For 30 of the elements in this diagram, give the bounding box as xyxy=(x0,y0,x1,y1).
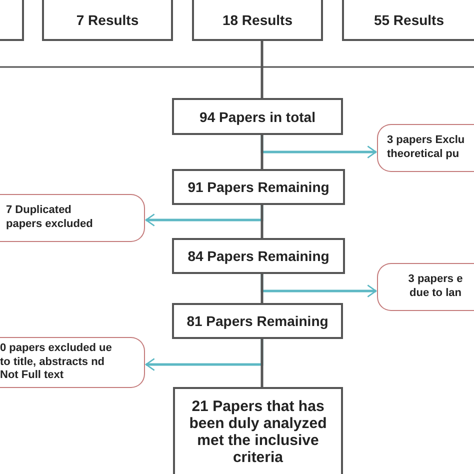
process-box xyxy=(192,0,323,41)
process-box xyxy=(173,387,343,474)
process-box xyxy=(172,98,343,135)
exclusion-box xyxy=(377,124,474,172)
process-box xyxy=(172,238,345,274)
box-text: 55 Results xyxy=(374,12,444,28)
exclusion-box xyxy=(0,337,145,388)
connector-line xyxy=(260,205,264,238)
box-text: 91 Papers Remaining xyxy=(188,179,330,195)
box-text: 21 Papers that has been duly analyzed met the inclusive criteria xyxy=(188,398,328,466)
box-text: 3 papers e due to lan xyxy=(408,273,464,301)
box-text: 84 Papers Remaining xyxy=(188,248,330,264)
connector-line xyxy=(260,41,264,98)
connector-line xyxy=(260,274,264,303)
process-box xyxy=(172,303,343,339)
box-text: 81 Papers Remaining xyxy=(186,313,328,329)
connector-line xyxy=(260,135,264,169)
box-text: 7 Results xyxy=(76,12,139,28)
process-box xyxy=(342,0,474,41)
exclusion-box xyxy=(377,263,474,311)
box-text: 7 Duplicated papers excluded xyxy=(6,204,94,232)
box-text: 0 papers excluded ue to title, abstracts nd Not Full text xyxy=(0,342,113,384)
connector-line xyxy=(260,339,264,387)
exclusion-box xyxy=(0,194,145,242)
process-box xyxy=(42,0,173,41)
process-box xyxy=(0,0,24,41)
box-text: 3 papers Exclu theoretical pu xyxy=(387,134,466,162)
box-text: 94 Papers in total xyxy=(200,108,316,124)
process-box xyxy=(172,169,345,205)
box-text: 18 Results xyxy=(222,12,293,28)
